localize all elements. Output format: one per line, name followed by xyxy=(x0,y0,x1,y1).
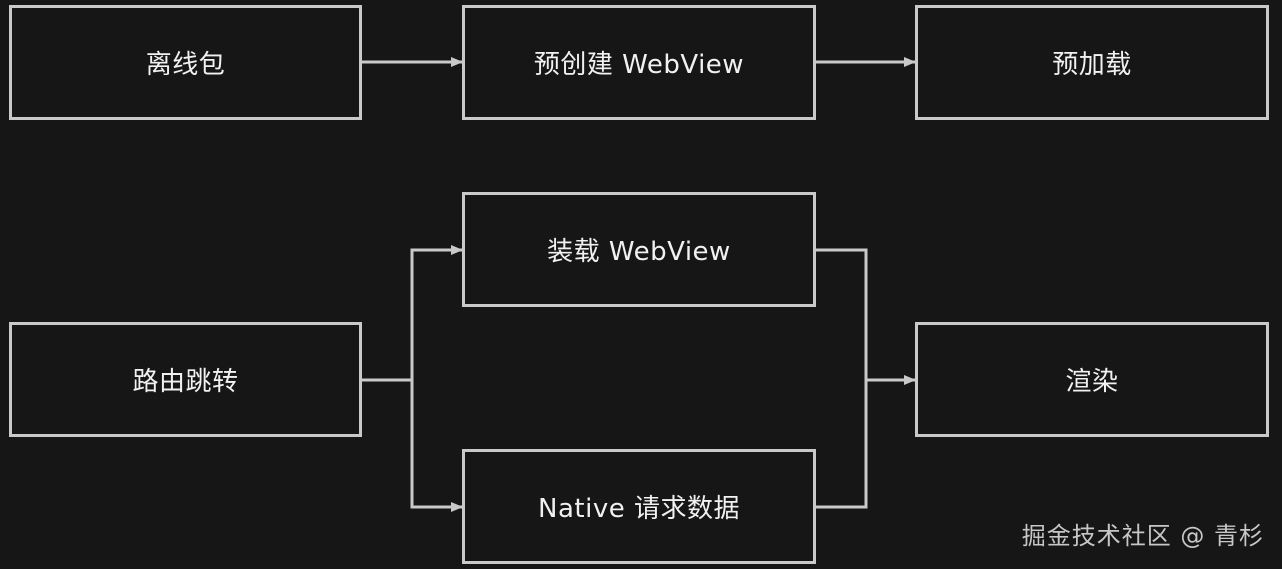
node-native-request: Native 请求数据 xyxy=(462,449,816,564)
node-render-label: 渲染 xyxy=(1065,367,1119,397)
arrow-route-to-native-request xyxy=(410,380,463,512)
node-precreate-webview: 预创建 WebView xyxy=(462,5,816,120)
node-route-jump: 路由跳转 xyxy=(9,322,362,437)
node-preload-label: 预加载 xyxy=(1052,50,1132,80)
arrow-route-to-load-webview xyxy=(410,245,463,380)
node-load-webview: 装载 WebView xyxy=(462,192,816,307)
connector-load-webview-join xyxy=(814,248,868,380)
watermark-text: 掘金技术社区 @ 青杉 xyxy=(1021,522,1264,550)
node-render: 渲染 xyxy=(915,322,1269,437)
node-offline-package: 离线包 xyxy=(9,5,362,120)
node-route-jump-label: 路由跳转 xyxy=(132,367,239,397)
node-preload: 预加载 xyxy=(915,5,1269,120)
node-load-webview-label: 装载 WebView xyxy=(547,237,731,267)
node-native-request-label: Native 请求数据 xyxy=(538,494,740,524)
node-offline-package-label: 离线包 xyxy=(145,50,226,80)
node-precreate-webview-label: 预创建 WebView xyxy=(533,50,745,80)
connector-native-request-join xyxy=(814,380,868,509)
